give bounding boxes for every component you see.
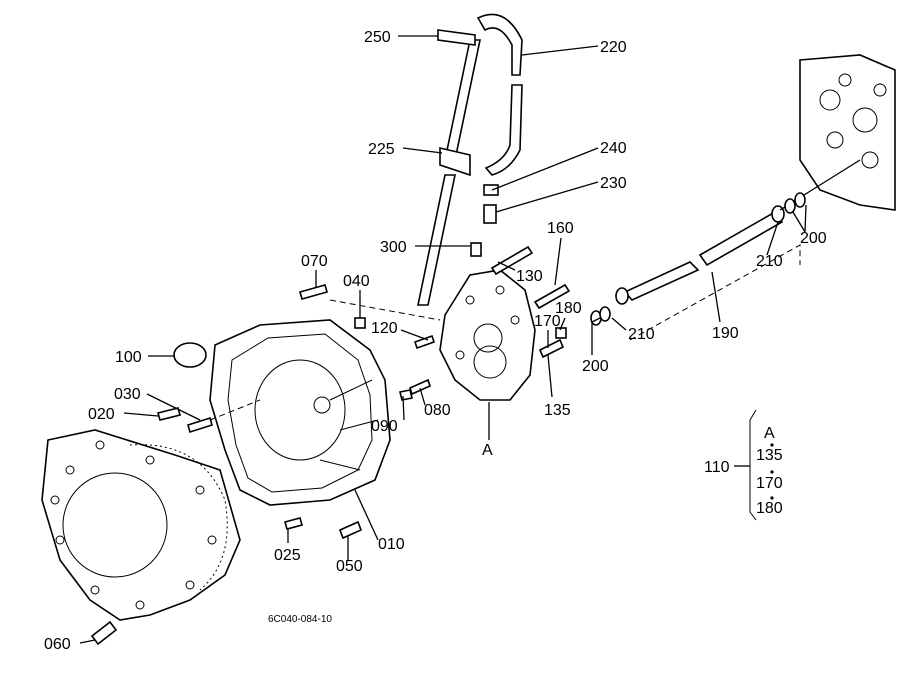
- callout-170: 170: [534, 313, 561, 330]
- callout-025: 025: [274, 547, 301, 564]
- callout-180: 180: [555, 300, 582, 317]
- callout-200-front: 200: [582, 358, 609, 375]
- kit-item-a: A: [764, 425, 775, 442]
- callout-300: 300: [380, 239, 407, 256]
- callout-070: 070: [301, 253, 328, 270]
- callout-010: 010: [378, 536, 405, 553]
- flywheel-housing-plate: [41, 429, 241, 621]
- callout-200-rear: 200: [800, 230, 827, 247]
- callout-130: 130: [516, 268, 543, 285]
- kit-dot: [770, 443, 774, 447]
- callout-135: 135: [544, 402, 571, 419]
- callout-080: 080: [424, 402, 451, 419]
- callout-100: 100: [115, 349, 142, 366]
- kit-dot: [770, 496, 774, 500]
- callout-labels: 250 220 225 240 230 300 160 130 070 040 …: [44, 29, 827, 653]
- callout-160: 160: [547, 220, 574, 237]
- callout-040: 040: [343, 273, 370, 290]
- callout-240: 240: [600, 140, 627, 157]
- transmission-case-partial: [799, 54, 896, 211]
- callout-060: 060: [44, 636, 71, 653]
- callout-030: 030: [114, 386, 141, 403]
- kit-item-170: 170: [756, 475, 783, 492]
- kit-dot: [770, 470, 774, 474]
- callout-190: 190: [712, 325, 739, 342]
- callout-225: 225: [368, 141, 395, 158]
- callout-210-rear: 210: [756, 253, 783, 270]
- leader-lines: [79, 35, 807, 644]
- gear-case: [439, 269, 536, 401]
- kit-legend: 110 A 135 170 180: [704, 409, 783, 521]
- hoses-and-pipes: [417, 13, 523, 306]
- callout-230: 230: [600, 175, 627, 192]
- kit-id: 110: [704, 459, 730, 476]
- kit-item-135: 135: [756, 447, 783, 464]
- callout-090: 090: [371, 418, 398, 435]
- callout-220: 220: [600, 39, 627, 56]
- drive-shaft: [615, 159, 861, 305]
- callout-120: 120: [371, 320, 398, 337]
- callout-mark-a: A: [482, 442, 493, 459]
- reference-lines: [209, 244, 801, 421]
- o-rings: [590, 192, 806, 326]
- callout-250: 250: [364, 29, 391, 46]
- callout-020: 020: [88, 406, 115, 423]
- callout-050: 050: [336, 558, 363, 575]
- small-fittings: [90, 184, 571, 646]
- callout-210-front: 210: [628, 326, 655, 343]
- clutch-housing: [209, 319, 391, 506]
- diagram-code: 6C040-084-10: [268, 614, 332, 625]
- kit-item-180: 180: [756, 500, 783, 517]
